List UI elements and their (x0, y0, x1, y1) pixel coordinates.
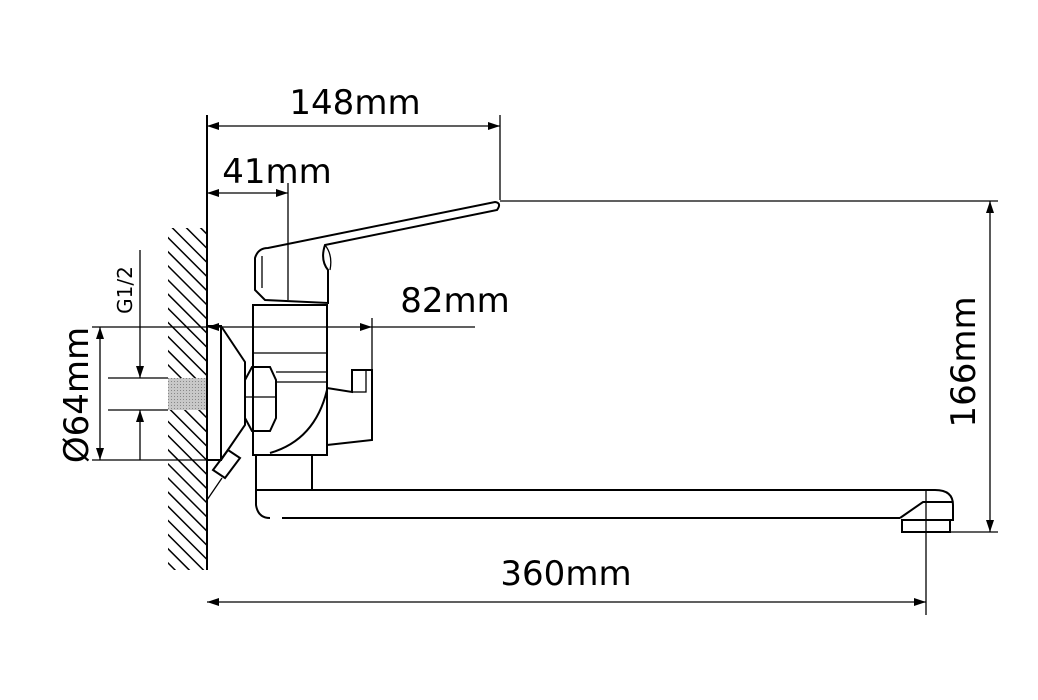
dimension-overall-depth: 148mm (207, 83, 501, 200)
svg-text:G1/2: G1/2 (113, 266, 137, 314)
svg-text:166mm: 166mm (944, 296, 984, 427)
svg-text:148mm: 148mm (289, 83, 420, 123)
svg-text:360mm: 360mm (500, 554, 631, 594)
dimension-thread: G1/2 (108, 250, 168, 460)
faucet-body (206, 200, 501, 519)
svg-text:Ø64mm: Ø64mm (57, 327, 97, 463)
svg-text:41mm: 41mm (222, 152, 332, 192)
dimension-body-depth: 82mm (207, 281, 510, 370)
svg-text:82mm: 82mm (400, 281, 510, 321)
dimension-handle-offset: 41mm (207, 152, 332, 300)
spout (282, 489, 954, 533)
thread-section (168, 378, 206, 410)
dimension-spout-length: 360mm (207, 490, 927, 615)
dimension-flange-diameter: Ø64mm (57, 326, 207, 463)
wall-hatching (168, 115, 208, 570)
dimension-height: 166mm (500, 200, 998, 533)
